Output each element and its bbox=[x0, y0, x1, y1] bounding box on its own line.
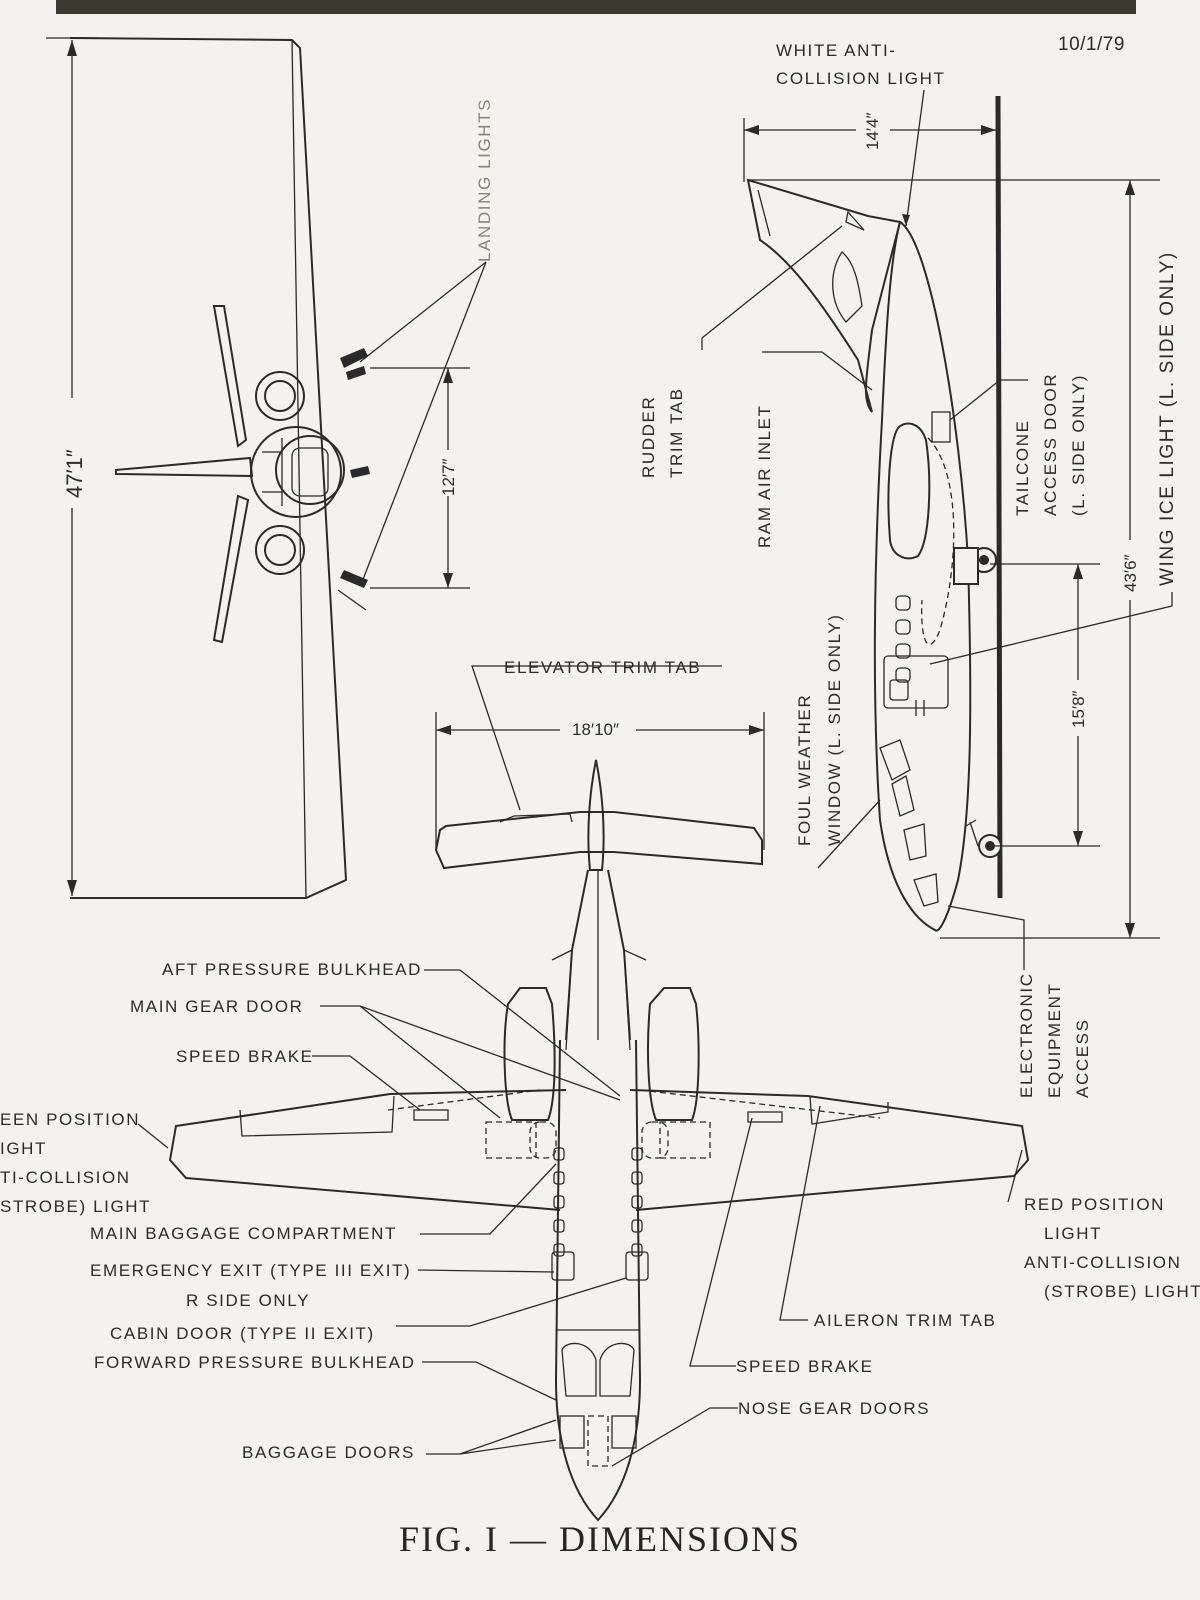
label-landing-lights: LANDING LIGHTS bbox=[475, 97, 494, 262]
label-foul-weather-2: WINDOW (L. SIDE ONLY) bbox=[825, 613, 844, 846]
label-red-position-1: RED POSITION bbox=[1024, 1195, 1166, 1214]
label-white-anti-collision-2: COLLISION LIGHT bbox=[776, 69, 946, 88]
label-green-position-3: TI-COLLISION bbox=[0, 1168, 131, 1187]
label-green-position-2: IGHT bbox=[0, 1139, 48, 1158]
label-rudder: RUDDER bbox=[639, 395, 658, 478]
label-main-gear-door: MAIN GEAR DOOR bbox=[130, 997, 304, 1016]
dim-overall-length: 43′6″ bbox=[1121, 554, 1140, 592]
label-trim-tab: TRIM TAB bbox=[667, 387, 686, 478]
label-electronic-2: EQUIPMENT bbox=[1045, 982, 1064, 1098]
label-wing-ice-light: WING ICE LIGHT (L. SIDE ONLY) bbox=[1157, 251, 1178, 586]
revision-date: 10/1/79 bbox=[1058, 34, 1125, 55]
side-view bbox=[701, 89, 1173, 970]
label-r-side-only: R SIDE ONLY bbox=[186, 1291, 311, 1310]
dim-wingspan: 47′1″ bbox=[62, 449, 87, 498]
label-main-baggage: MAIN BAGGAGE COMPARTMENT bbox=[90, 1224, 397, 1243]
label-aileron-trim-tab: AILERON TRIM TAB bbox=[814, 1311, 997, 1330]
label-tailcone-3: (L. SIDE ONLY) bbox=[1069, 373, 1088, 516]
label-emergency-exit: EMERGENCY EXIT (TYPE III EXIT) bbox=[90, 1261, 412, 1280]
label-aft-pressure-bulkhead: AFT PRESSURE BULKHEAD bbox=[162, 960, 423, 979]
label-cabin-door: CABIN DOOR (TYPE II EXIT) bbox=[110, 1324, 375, 1343]
dim-wheelbase: 15′8″ bbox=[1069, 690, 1088, 728]
label-elevator-trim-tab: ELEVATOR TRIM TAB bbox=[504, 658, 702, 677]
label-speed-brake-left: SPEED BRAKE bbox=[176, 1047, 314, 1066]
label-electronic-1: ELECTRONIC bbox=[1017, 972, 1036, 1098]
label-red-position-4: (STROBE) LIGHT bbox=[1044, 1282, 1200, 1301]
label-nose-gear-doors: NOSE GEAR DOORS bbox=[738, 1399, 931, 1418]
label-forward-bulkhead: FORWARD PRESSURE BULKHEAD bbox=[94, 1353, 416, 1372]
top-view bbox=[137, 665, 1030, 1522]
label-red-position-3: ANTI-COLLISION bbox=[1024, 1253, 1182, 1272]
label-baggage-doors: BAGGAGE DOORS bbox=[242, 1443, 415, 1462]
label-electronic-3: ACCESS bbox=[1073, 1018, 1092, 1098]
top-border-bar bbox=[56, 0, 1136, 14]
front-view bbox=[46, 37, 487, 899]
label-speed-brake-right: SPEED BRAKE bbox=[736, 1357, 874, 1376]
label-ram-air-inlet: RAM AIR INLET bbox=[755, 404, 774, 548]
label-foul-weather-1: FOUL WEATHER bbox=[795, 693, 814, 846]
dim-tail-height: 14′4″ bbox=[863, 112, 882, 150]
label-white-anti-collision-1: WHITE ANTI- bbox=[776, 41, 897, 60]
dim-landing-light-spacing: 12′7″ bbox=[439, 458, 458, 496]
label-tailcone-1: TAILCONE bbox=[1013, 419, 1032, 516]
label-red-position-2: LIGHT bbox=[1044, 1224, 1103, 1243]
figure-caption: FIG. I — DIMENSIONS bbox=[398, 1519, 801, 1559]
label-green-position-4: STROBE) LIGHT bbox=[0, 1197, 152, 1216]
dim-stabilizer-span: 18′10″ bbox=[572, 720, 620, 739]
label-tailcone-2: ACCESS DOOR bbox=[1041, 372, 1060, 516]
label-green-position-1: EEN POSITION bbox=[0, 1110, 141, 1129]
